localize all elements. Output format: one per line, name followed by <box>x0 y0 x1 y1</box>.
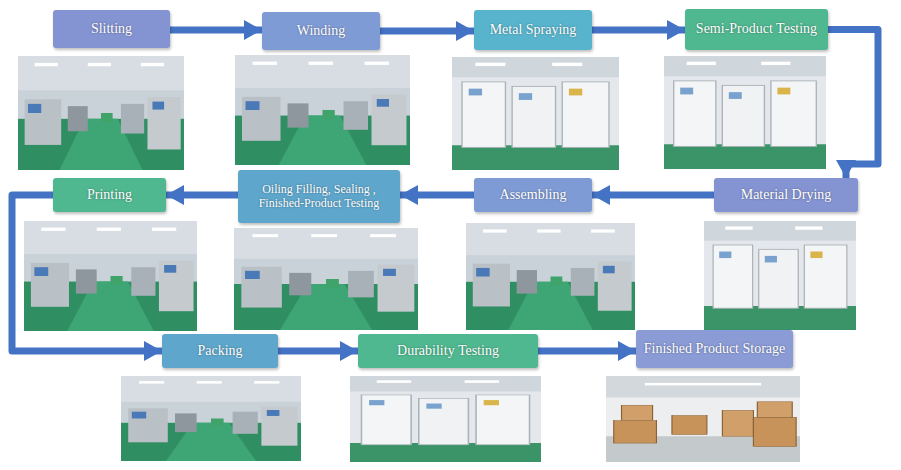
step-label: Finished Product Storage <box>644 341 786 357</box>
process-box: Semi-Product Testing <box>685 9 828 50</box>
flow-arrow <box>592 192 714 199</box>
step-label: Metal Spraying <box>490 22 577 38</box>
oiling-photo <box>234 228 418 330</box>
step-label: Packing <box>197 343 242 359</box>
testing-photo <box>664 56 826 169</box>
step-label: Winding <box>297 23 345 39</box>
step-label: Slitting <box>91 21 132 37</box>
step-label: Assembling <box>500 187 567 203</box>
step-label: Oiling Filling, Sealing , Finished-Produ… <box>243 183 395 211</box>
step-label: Printing <box>87 187 132 203</box>
process-box: Oiling Filling, Sealing , Finished-Produ… <box>238 170 400 223</box>
flow-arrow <box>12 195 162 351</box>
step-label: Material Drying <box>741 187 832 203</box>
winding-photo <box>235 55 410 165</box>
packing-photo <box>121 376 301 461</box>
flow-arrow <box>538 348 636 355</box>
flow-arrow <box>592 27 685 34</box>
step-label: Semi-Product Testing <box>696 21 817 37</box>
flow-arrow <box>166 192 238 199</box>
storage-photo <box>606 376 800 462</box>
spraying-photo <box>452 57 619 170</box>
process-box: Assembling <box>474 178 592 212</box>
drying-photo <box>704 221 856 330</box>
process-box: Metal Spraying <box>474 10 592 50</box>
step-label: Durability Testing <box>397 343 499 359</box>
flow-arrow <box>828 30 878 179</box>
printing-photo <box>24 221 197 331</box>
assembling-photo <box>466 223 635 330</box>
flow-arrow <box>170 27 262 34</box>
process-box: Printing <box>53 178 166 212</box>
process-box: Slitting <box>53 10 170 48</box>
process-box: Finished Product Storage <box>636 330 793 368</box>
process-box: Winding <box>262 12 380 50</box>
process-box: Durability Testing <box>358 334 538 368</box>
durability-photo <box>350 376 541 462</box>
process-box: Packing <box>162 334 278 368</box>
slitting-photo <box>18 56 184 170</box>
process-box: Material Drying <box>714 178 858 212</box>
flow-arrow <box>380 28 474 35</box>
flow-arrow <box>400 192 474 199</box>
flow-arrow <box>278 348 358 355</box>
